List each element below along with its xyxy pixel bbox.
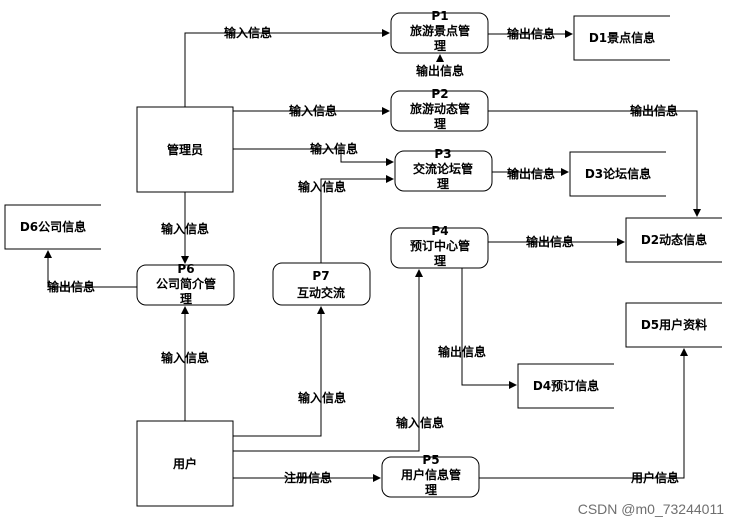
flow-admin-p6: 输入信息 xyxy=(161,192,209,264)
store-d4: D4预订信息 xyxy=(517,363,614,409)
flow-user-p5-label: 注册信息 xyxy=(284,470,332,485)
process-p5-id: P5 xyxy=(422,453,439,467)
flow-admin-p6-label: 输入信息 xyxy=(161,221,209,236)
entity-user: 用户 xyxy=(136,420,234,507)
flow-admin-p1-label: 输入信息 xyxy=(224,25,272,40)
flow-p1-out-below-label: 输出信息 xyxy=(416,63,464,78)
process-p2-id: P2 xyxy=(431,87,448,101)
flow-user-p6-label: 输入信息 xyxy=(161,350,209,365)
process-p4-name: 预订中心管 xyxy=(410,238,470,253)
process-p7-id: P7 xyxy=(312,269,329,283)
flow-p6-d6: 输出信息 xyxy=(44,250,137,294)
watermark: CSDN @m0_73244011 xyxy=(578,501,724,517)
store-d5-label: D5用户资料 xyxy=(641,317,707,332)
process-p3-id: P3 xyxy=(434,147,451,161)
store-d1: D1景点信息 xyxy=(573,15,670,61)
flow-p2-d2: 输出信息 xyxy=(488,103,701,217)
flow-admin-p3-label: 输入信息 xyxy=(310,141,358,156)
flow-p4-d4-label: 输出信息 xyxy=(438,344,486,359)
entity-user-label: 用户 xyxy=(172,456,197,471)
process-p1: P1 旅游景点管 理 xyxy=(390,9,489,54)
store-d2: D2动态信息 xyxy=(625,217,722,263)
process-p2: P2 旅游动态管 理 xyxy=(390,87,489,132)
process-p6-name-2: 理 xyxy=(180,292,192,306)
store-d1-label: D1景点信息 xyxy=(589,30,655,45)
flow-user-p7: 输入信息 xyxy=(233,306,346,437)
flow-admin-p1: 输入信息 xyxy=(184,25,390,107)
flow-p5-d5: 用户信息 xyxy=(479,348,688,485)
flow-p4-d2: 输出信息 xyxy=(488,234,625,249)
process-p5-name: 用户信息管 xyxy=(400,467,461,482)
process-p4: P4 预订中心管 理 xyxy=(390,224,489,269)
process-p2-name-2: 理 xyxy=(434,117,446,131)
flow-p6-d6-label: 输出信息 xyxy=(47,279,95,294)
store-d6-label: D6公司信息 xyxy=(20,219,86,234)
flow-admin-p3: 输入信息 xyxy=(233,141,394,166)
process-p7: P7 互动交流 xyxy=(272,262,371,306)
flow-user-p5: 注册信息 xyxy=(233,470,381,485)
flow-p7-p3: 输入信息 xyxy=(298,175,394,263)
process-p1-name-2: 理 xyxy=(434,39,446,53)
flow-user-p6: 输入信息 xyxy=(161,306,209,421)
process-p6: P6 公司简介管 理 xyxy=(136,262,235,306)
flow-admin-p2-label: 输入信息 xyxy=(289,103,337,118)
store-d3: D3论坛信息 xyxy=(569,151,666,197)
entity-admin: 管理员 xyxy=(136,106,234,193)
process-p3-name: 交流论坛管 xyxy=(413,161,473,176)
flow-p7-p3-label: 输入信息 xyxy=(298,179,346,194)
process-p1-name: 旅游景点管 xyxy=(410,23,470,38)
store-d5: D5用户资料 xyxy=(625,302,722,348)
flow-user-p4-label: 输入信息 xyxy=(396,415,444,430)
flow-p1-out-below: 输出信息 xyxy=(416,54,464,78)
flow-p3-d3: 输出信息 xyxy=(492,166,569,181)
process-p7-name: 互动交流 xyxy=(297,285,345,300)
entity-admin-label: 管理员 xyxy=(167,142,203,157)
process-p2-name: 旅游动态管 xyxy=(410,101,470,116)
flow-admin-p2: 输入信息 xyxy=(233,103,390,118)
flow-p4-d2-label: 输出信息 xyxy=(526,234,574,249)
process-p4-name-2: 理 xyxy=(434,254,446,268)
flow-p4-d4: 输出信息 xyxy=(438,268,517,389)
flow-p5-d5-label: 用户信息 xyxy=(630,470,679,485)
store-d4-label: D4预订信息 xyxy=(533,378,599,393)
process-p3-name-2: 理 xyxy=(437,177,449,191)
flow-p1-d1-label: 输出信息 xyxy=(507,26,555,41)
process-p1-id: P1 xyxy=(431,9,448,23)
process-p6-id: P6 xyxy=(177,262,194,276)
store-d3-label: D3论坛信息 xyxy=(585,166,651,181)
flow-p2-d2-label: 输出信息 xyxy=(630,103,678,118)
process-p4-id: P4 xyxy=(431,224,448,238)
process-p3: P3 交流论坛管 理 xyxy=(394,147,493,192)
flow-p1-d1: 输出信息 xyxy=(488,26,573,41)
flow-p3-d3-label: 输出信息 xyxy=(507,166,555,181)
process-p6-name: 公司简介管 xyxy=(156,276,216,291)
process-p5-name-2: 理 xyxy=(425,483,437,497)
process-p5: P5 用户信息管 理 xyxy=(381,453,480,498)
store-d6: D6公司信息 xyxy=(4,204,101,250)
flow-user-p7-label: 输入信息 xyxy=(298,390,346,405)
store-d2-label: D2动态信息 xyxy=(641,232,707,247)
flow-user-p4: 输入信息 xyxy=(233,269,444,452)
